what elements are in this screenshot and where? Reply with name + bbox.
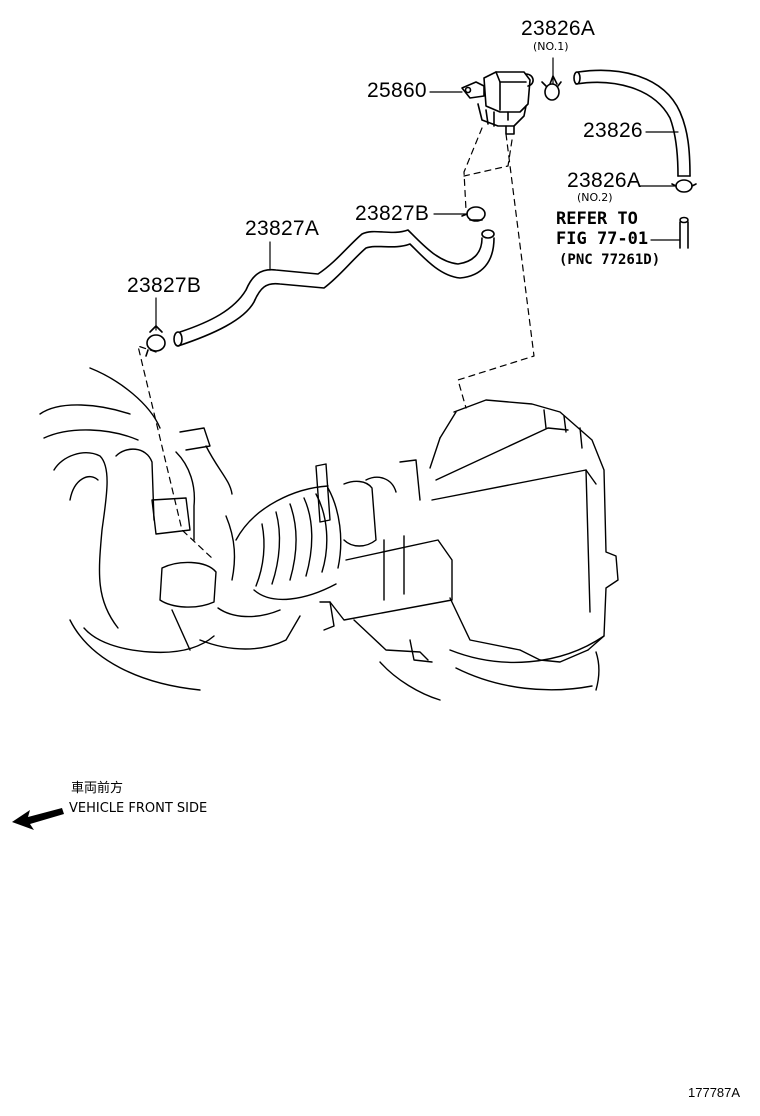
- callout-23826: 23826: [583, 119, 643, 142]
- hose-23827a: [173, 229, 495, 347]
- reference-line-3: (PNC 77261D): [559, 252, 661, 268]
- callout-23826a-no2-qualifier: (NO.2): [577, 191, 613, 204]
- reference-line-1: REFER TO: [556, 209, 638, 229]
- callout-23826a-no1: 23826A: [521, 17, 596, 40]
- callout-23827a: 23827A: [245, 217, 320, 240]
- illustration-code: 177787A: [688, 1085, 741, 1100]
- callout-23827b-lower: 23827B: [127, 274, 202, 297]
- leader-lines: [155, 57, 681, 331]
- hose-23826: [573, 69, 691, 177]
- callout-23827b-upper: 23827B: [355, 202, 430, 225]
- direction-label-en: VEHICLE FRONT SIDE: [69, 801, 208, 816]
- callout-23826a-no2: 23826A: [567, 169, 642, 192]
- callout-23826a-no1-qualifier: (NO.1): [533, 40, 569, 53]
- engine-assembly: [39, 367, 619, 701]
- reference-line-2: FIG 77-01: [556, 229, 649, 249]
- reference-pipe-stub: [679, 216, 689, 249]
- dashed-assembly-lines: [137, 127, 535, 561]
- vsv-valve-25860: [461, 71, 534, 135]
- arrow-left-icon: [12, 808, 64, 830]
- clamp-23826a-no1: [541, 75, 562, 101]
- callout-25860: 25860: [367, 79, 427, 102]
- direction-label-jp: 車両前方: [71, 781, 124, 796]
